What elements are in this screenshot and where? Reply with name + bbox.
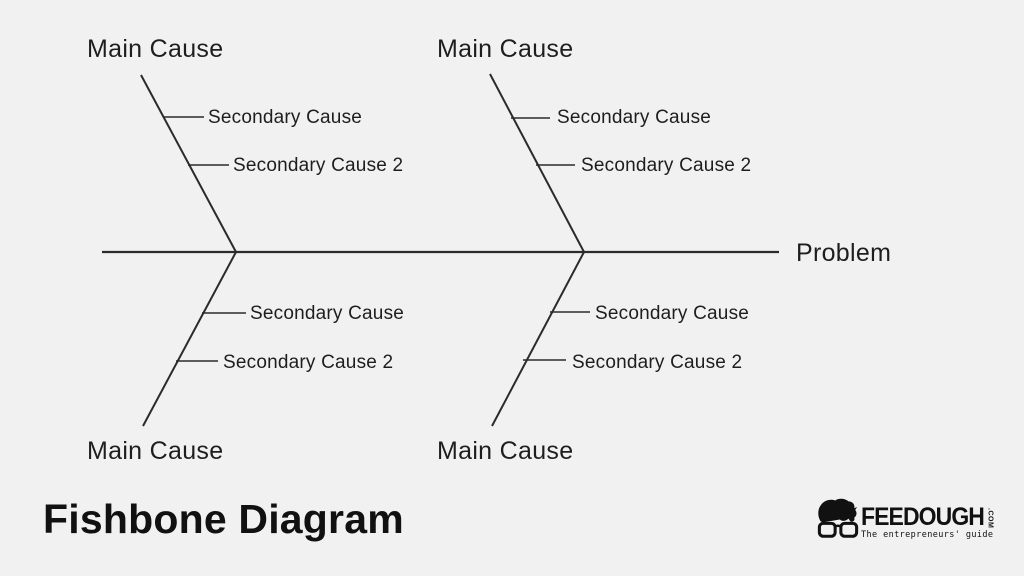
branch-line-top-right: [489, 73, 585, 253]
page-title: Fishbone Diagram: [43, 496, 404, 542]
main-cause-label-top-right: Main Cause: [437, 35, 574, 63]
secondary-cause-label: Secondary Cause: [250, 303, 405, 324]
secondary-cause-label: Secondary Cause: [557, 107, 712, 128]
glasses-bridge: [834, 524, 842, 528]
problem-label: Problem: [796, 239, 892, 267]
secondary-cause-label: Secondary Cause 2: [233, 155, 404, 176]
main-cause-label-bottom-right: Main Cause: [437, 437, 574, 465]
main-cause-label-bottom-left: Main Cause: [87, 437, 224, 465]
logo-tagline: The entrepreneurs' guide: [861, 530, 994, 541]
branch-line-bottom-left: [142, 251, 237, 427]
logo-brand-text: FEEDOUGH: [861, 503, 985, 531]
main-cause-label-top-left: Main Cause: [87, 35, 224, 63]
glasses-right-lens: [839, 521, 859, 538]
secondary-cause-label: Secondary Cause 2: [572, 352, 743, 373]
branch-line-bottom-right: [491, 251, 585, 427]
secondary-cause-label: Secondary Cause: [595, 303, 750, 324]
hair-shape: [818, 498, 858, 523]
logo-com-text: .COM: [986, 508, 994, 529]
feedough-face-icon: [817, 498, 859, 548]
secondary-cause-label: Secondary Cause 2: [223, 352, 394, 373]
glasses-left-lens: [817, 521, 837, 538]
secondary-cause-label: Secondary Cause 2: [581, 155, 752, 176]
secondary-cause-label: Secondary Cause: [208, 107, 363, 128]
branch-line-top-left: [140, 74, 237, 253]
feedough-logo: FEEDOUGH .COM The entrepreneurs' guide: [817, 498, 994, 544]
